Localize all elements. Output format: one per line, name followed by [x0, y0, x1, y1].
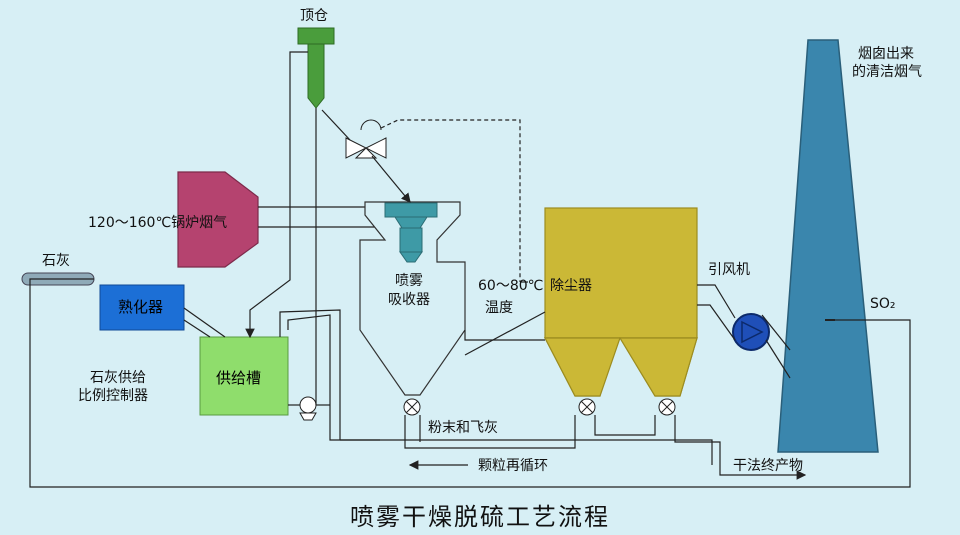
diagram-title: 喷雾干燥脱硫工艺流程 [350, 503, 610, 531]
label-spray-absorber-1: 喷雾 [395, 273, 423, 289]
label-chimney-out-1: 烟囱出来 [858, 46, 914, 62]
label-temp-2: 温度 [485, 300, 513, 316]
slaker [99, 284, 185, 331]
dust-collector [544, 207, 698, 397]
spray-absorber [359, 201, 466, 396]
label-powder-flyash: 粉末和飞灰 [428, 420, 498, 436]
label-chimney-out-2: 的清洁烟气 [852, 64, 922, 80]
label-boiler-gas: 120～160℃锅炉烟气 [88, 215, 228, 231]
label-particle-recycle: 颗粒再循环 [478, 458, 548, 474]
label-spray-absorber-2: 吸收器 [388, 292, 430, 308]
label-top-bin: 顶仓 [300, 8, 328, 24]
control-valve [345, 119, 387, 159]
label-dust-collector: 除尘器 [550, 278, 592, 294]
label-lime: 石灰 [42, 253, 70, 269]
label-dry-product: 干法终产物 [733, 458, 803, 474]
collector-valve-2 [658, 398, 676, 416]
absorber-valve [403, 398, 421, 416]
feed-tank [199, 336, 289, 416]
chimney [777, 39, 879, 453]
collector-valve-1 [578, 398, 596, 416]
label-lime-ratio-1: 石灰供给 [90, 370, 146, 386]
label-slaker: 熟化器 [118, 298, 164, 316]
label-feed-tank: 供给槽 [216, 369, 262, 387]
label-lime-ratio-2: 比例控制器 [78, 388, 148, 404]
label-temp-1: 60～80℃ [478, 278, 544, 294]
label-so2: SO₂ [870, 296, 896, 312]
label-id-fan: 引风机 [708, 262, 750, 278]
top-bin [297, 27, 335, 109]
pump [299, 396, 317, 421]
boiler [177, 171, 259, 268]
